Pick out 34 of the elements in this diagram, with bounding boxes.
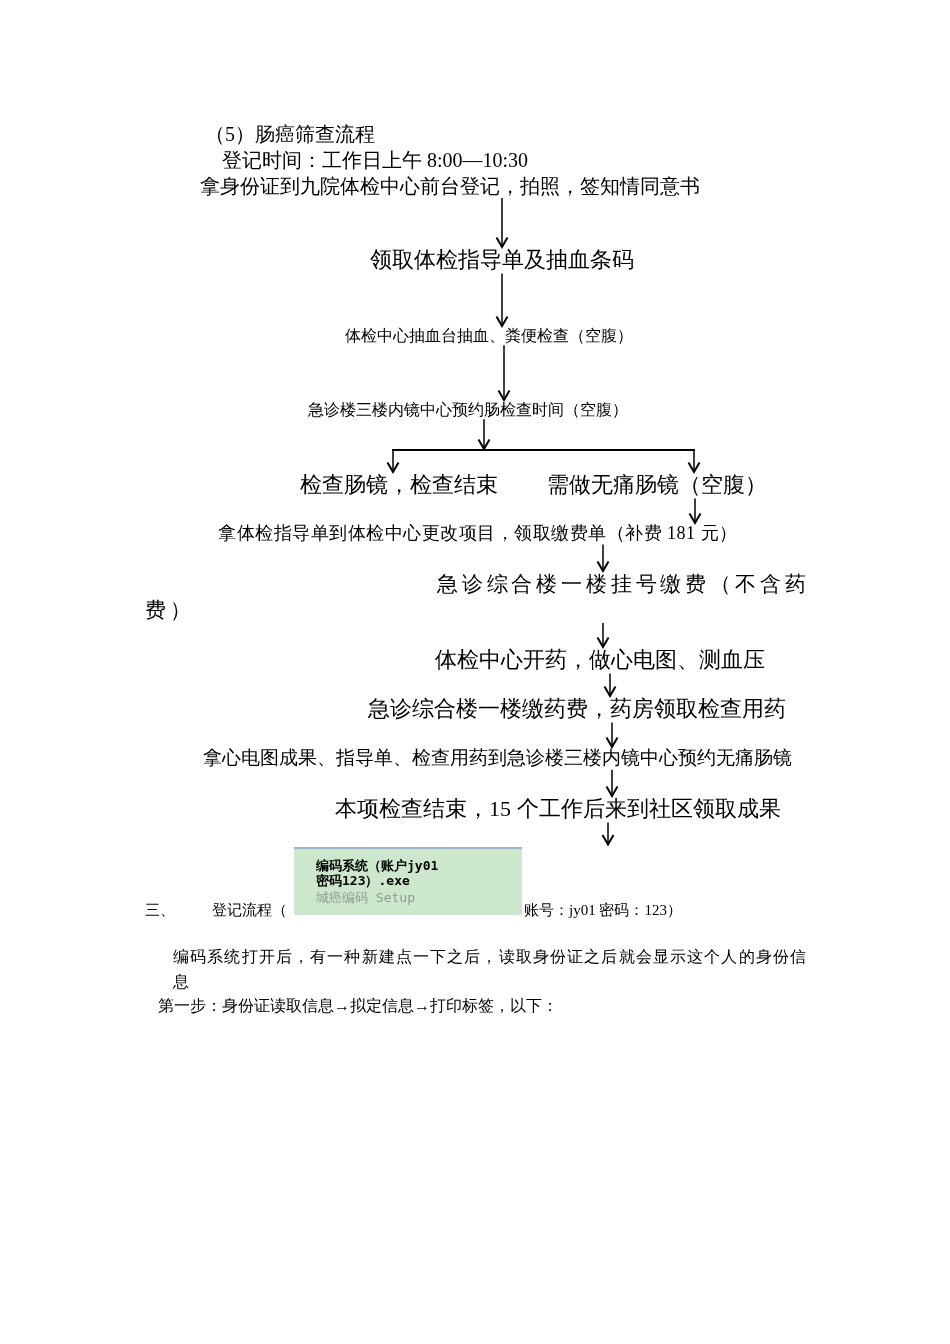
arrow	[605, 769, 619, 797]
arrow	[386, 450, 400, 473]
step-text: 检查肠镜，检查结束	[300, 472, 498, 499]
arrow	[495, 272, 509, 327]
step-text: 急诊综合楼一楼缴药费，药房领取检查用药	[368, 696, 786, 723]
arrow	[687, 450, 701, 473]
step-text: 急诊楼三楼内镜中心预约肠检查时间（空腹）	[308, 400, 628, 420]
arrow	[596, 622, 610, 648]
step-text: 拿体检指导单到体检中心更改项目，领取缴费单（补费 181 元）	[218, 523, 738, 545]
account-note: 账号：jy01 密码：123）	[524, 901, 682, 919]
file-name-text: 编码系统（账户jy01 密码123）.exe	[316, 858, 440, 888]
step-text: 体检中心开药，做心电图、测血压	[435, 647, 765, 674]
arrow	[495, 197, 509, 248]
step-text: 本项检查结束，15 个工作后来到社区领取成果	[335, 796, 781, 823]
arrow	[605, 721, 619, 748]
setup-text: 城癌编码 Setup	[316, 890, 415, 905]
step-text: 体检中心抽血台抽血、粪便检查（空腹）	[345, 326, 633, 346]
arrow	[603, 672, 617, 697]
arrow	[477, 418, 491, 450]
screenshot-panel	[294, 847, 522, 915]
step-text: 拿心电图成果、指导单、检查用药到急诊楼三楼内镜中心预约无痛肠镜	[203, 747, 792, 770]
time-note: 登记时间：工作日上午 8:00—10:30	[222, 148, 529, 172]
paragraph: 编码系统打开后，有一种新建点一下之后，读取身份证之后就会显示这个人的身份信息	[173, 947, 807, 992]
step-text: 急诊综合楼一楼挂号缴费（不含药费）	[145, 571, 809, 623]
step-text: 拿身份证到九院体检中心前台登记，拍照，签知情同意书	[200, 174, 700, 198]
step-note: 第一步：身份证读取信息→拟定信息→打印标签，以下：	[158, 996, 558, 1016]
arrow	[688, 497, 702, 524]
step-text: 领取体检指导单及抽血条码	[370, 247, 634, 274]
arrow	[601, 821, 615, 846]
step-text: 需做无痛肠镜（空腹）	[547, 472, 767, 499]
arrow	[497, 344, 511, 401]
arrow	[596, 543, 610, 572]
title: （5）肠癌筛查流程	[205, 122, 375, 146]
section-number: 三、	[145, 901, 175, 919]
